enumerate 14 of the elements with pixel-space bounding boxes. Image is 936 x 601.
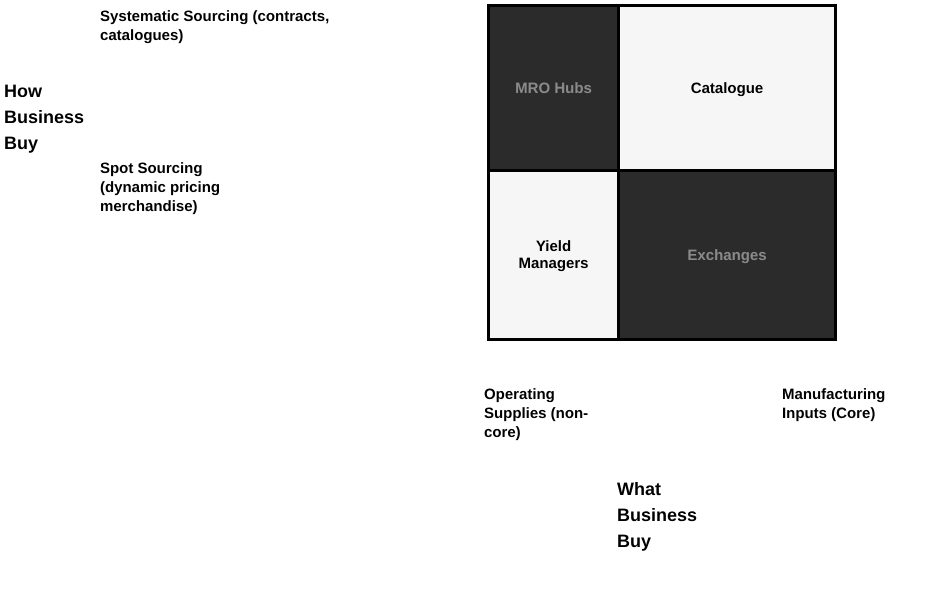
axis-title: What Business Buy (617, 478, 698, 554)
axis-value-label: Spot Sourcing (dynamic pricing merchandise) (100, 160, 222, 216)
axis-value-label: Operating Supplies (non-core) (484, 386, 590, 442)
cell-label: MRO Hubs (515, 80, 592, 96)
matrix-cell (490, 7, 617, 169)
matrix-cell (620, 7, 834, 169)
axis-value-label: Systematic Sourcing (contracts, catalogues) (100, 8, 330, 46)
matrix-cell (620, 172, 834, 338)
axis-value-label: Manufacturing Inputs (Core) (782, 386, 886, 424)
cell-label: Exchanges (687, 246, 767, 264)
matrix-cell (490, 172, 617, 338)
cell-label: Yield Managers (517, 238, 590, 272)
axis-title: How Business Buy (4, 80, 86, 156)
cell-label: Catalogue (690, 80, 764, 96)
